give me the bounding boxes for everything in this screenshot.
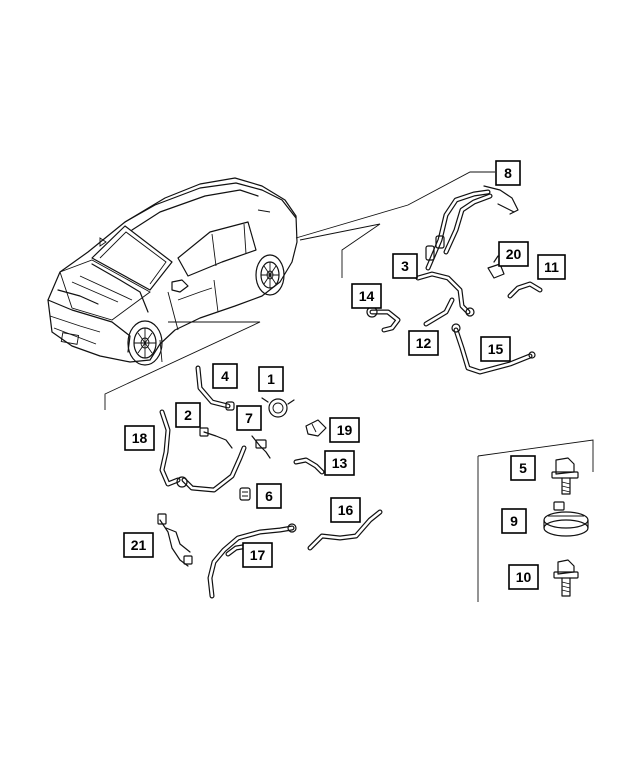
callout-15: 15 bbox=[480, 336, 511, 362]
callout-19: 19 bbox=[329, 417, 360, 443]
callout-number-6: 6 bbox=[265, 488, 273, 504]
callout-number-7: 7 bbox=[245, 410, 253, 426]
vehicle-illustration bbox=[47, 177, 298, 366]
callout-9: 9 bbox=[501, 508, 527, 534]
callout-box-18 bbox=[124, 425, 155, 451]
callout-box-20 bbox=[498, 241, 529, 267]
callout-21: 21 bbox=[123, 532, 154, 558]
callout-number-9: 9 bbox=[510, 513, 518, 529]
callout-box-12 bbox=[408, 330, 439, 356]
callout-box-19 bbox=[329, 417, 360, 443]
callout-box-13 bbox=[324, 450, 355, 476]
callout-number-14: 14 bbox=[359, 288, 375, 304]
callout-number-3: 3 bbox=[401, 258, 409, 274]
callout-box-5 bbox=[510, 455, 536, 481]
callout-number-21: 21 bbox=[131, 537, 147, 553]
callout-6: 6 bbox=[256, 483, 282, 509]
callout-box-2 bbox=[175, 402, 201, 428]
callout-20: 20 bbox=[498, 241, 529, 267]
callout-box-10 bbox=[508, 564, 539, 590]
callout-box-9 bbox=[501, 508, 527, 534]
bolt-5-icon bbox=[551, 457, 579, 495]
callout-number-12: 12 bbox=[416, 335, 432, 351]
callout-1: 1 bbox=[258, 366, 284, 392]
callout-box-11 bbox=[537, 254, 566, 280]
callout-number-1: 1 bbox=[267, 371, 275, 387]
callout-box-1 bbox=[258, 366, 284, 392]
callout-number-15: 15 bbox=[488, 341, 504, 357]
callout-box-6 bbox=[256, 483, 282, 509]
clamp-9-icon bbox=[543, 501, 589, 537]
callout-number-16: 16 bbox=[338, 502, 354, 518]
callout-5: 5 bbox=[510, 455, 536, 481]
callout-number-10: 10 bbox=[516, 569, 532, 585]
callout-number-13: 13 bbox=[332, 455, 348, 471]
callout-12: 12 bbox=[408, 330, 439, 356]
callout-box-21 bbox=[123, 532, 154, 558]
callout-number-5: 5 bbox=[519, 460, 527, 476]
callout-10: 10 bbox=[508, 564, 539, 590]
callout-2: 2 bbox=[175, 402, 201, 428]
callout-4: 4 bbox=[212, 363, 238, 389]
bolt-10-icon bbox=[553, 559, 579, 597]
callout-box-3 bbox=[392, 253, 418, 279]
callout-18: 18 bbox=[124, 425, 155, 451]
callout-box-17 bbox=[242, 542, 273, 568]
callout-17: 17 bbox=[242, 542, 273, 568]
callout-box-7 bbox=[236, 405, 262, 431]
callout-16: 16 bbox=[330, 497, 361, 523]
callout-11: 11 bbox=[537, 254, 566, 280]
callout-box-8 bbox=[495, 160, 521, 186]
callout-box-14 bbox=[351, 283, 382, 309]
callout-number-8: 8 bbox=[504, 165, 512, 181]
lower-left-parts bbox=[157, 365, 383, 599]
callout-14: 14 bbox=[351, 283, 382, 309]
callout-13: 13 bbox=[324, 450, 355, 476]
callout-3: 3 bbox=[392, 253, 418, 279]
callout-number-17: 17 bbox=[250, 547, 266, 563]
upper-right-parts bbox=[366, 185, 543, 375]
callout-number-20: 20 bbox=[506, 246, 522, 262]
callout-number-4: 4 bbox=[221, 368, 229, 384]
callout-box-16 bbox=[330, 497, 361, 523]
callout-number-18: 18 bbox=[132, 430, 148, 446]
callout-box-4 bbox=[212, 363, 238, 389]
leader-lines bbox=[104, 171, 594, 602]
callout-number-19: 19 bbox=[337, 422, 353, 438]
callout-number-11: 11 bbox=[544, 259, 559, 275]
callout-number-2: 2 bbox=[184, 407, 192, 423]
callout-7: 7 bbox=[236, 405, 262, 431]
hardware-parts bbox=[543, 457, 589, 597]
callout-box-15 bbox=[480, 336, 511, 362]
callout-8: 8 bbox=[495, 160, 521, 186]
